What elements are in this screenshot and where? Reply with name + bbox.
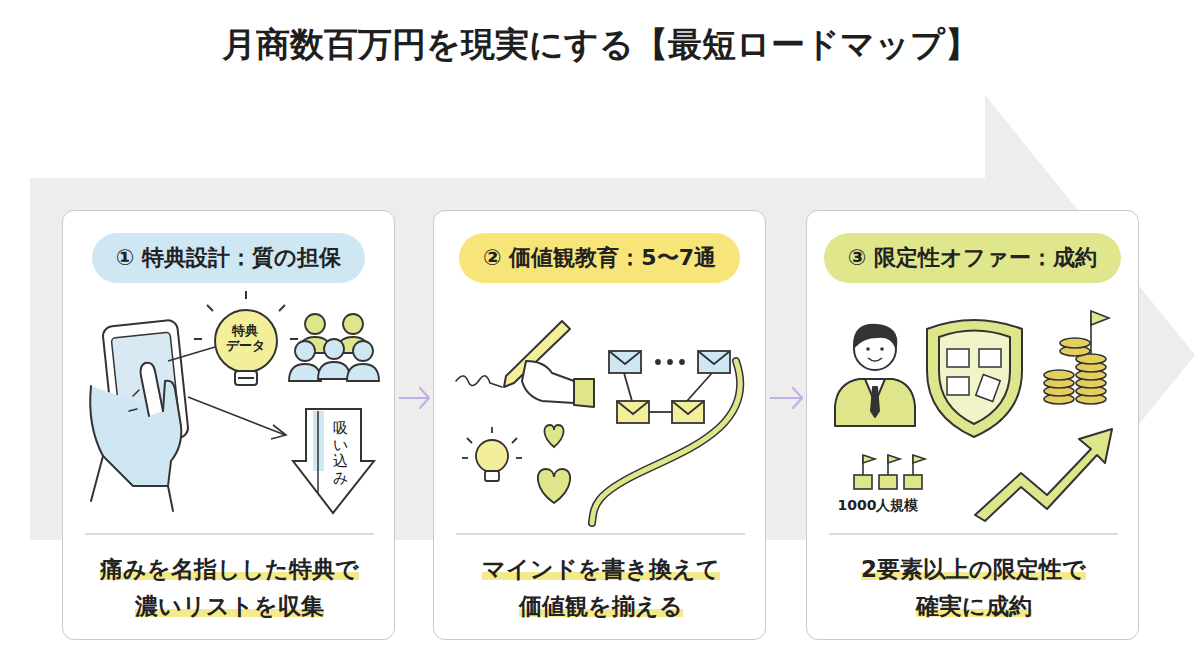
pen-hand [456,321,594,407]
illustration-label: 1000人規模 [838,497,919,515]
people-group [289,314,379,381]
summary-text: 痛みを名指しした特典で 濃いリストを収集 [100,556,359,619]
path-curve [592,361,740,523]
arrow-head [793,388,802,408]
step-heading: ② 価値観教育：5〜7通 [483,245,716,270]
step-heading-pill: ③ 限定性オファー：成約 [824,233,1121,283]
businessman [835,325,915,426]
card-summary: マインドを書き換えて 価値観を揃える [452,551,749,625]
connector-line [770,397,802,399]
step-connector [399,388,429,408]
suction-arrow [293,409,374,513]
divider-line [456,533,745,535]
divider-line [85,533,374,535]
connector-line [399,397,429,399]
divider-line [829,533,1118,535]
step-card: 2要素以上の限定性で 確実に成約 ③ 限定性オファー：成約 [806,210,1139,640]
illustration-label: 特典 データ [222,323,268,353]
step-heading: ③ 限定性オファー：成約 [848,245,1097,270]
growth-arrow [975,429,1112,521]
summary-text: 2要素以上の限定性で 確実に成約 [861,556,1086,619]
card-summary: 2要素以上の限定性で 確実に成約 [825,551,1122,625]
summary-text: マインドを書き換えて 価値観を揃える [482,556,720,619]
mail-chain [609,351,730,423]
coins [1044,311,1109,404]
illustration-label: 吸い込み [333,420,348,486]
shield [927,320,1022,437]
step-card: マインドを書き換えて 価値観を揃える ② 価値観教育：5〜7通 [433,210,766,640]
diagram-title: 月商数百万円を現実にする【最短ロードマップ】 [0,22,1200,68]
step-heading: ① 特典設計：質の担保 [116,245,341,270]
phone-hand [90,319,189,511]
flag-blocks [854,455,925,489]
hearts [538,425,570,503]
arrow-head [420,388,429,408]
card-summary: 痛みを名指しした特典で 濃いリストを収集 [81,551,378,625]
lightbulb [194,291,298,385]
step-heading-pill: ② 価値観教育：5〜7通 [459,233,740,283]
step-heading-pill: ① 特典設計：質の担保 [92,233,365,283]
step-connector [770,388,802,408]
idea-bulb [462,427,522,481]
